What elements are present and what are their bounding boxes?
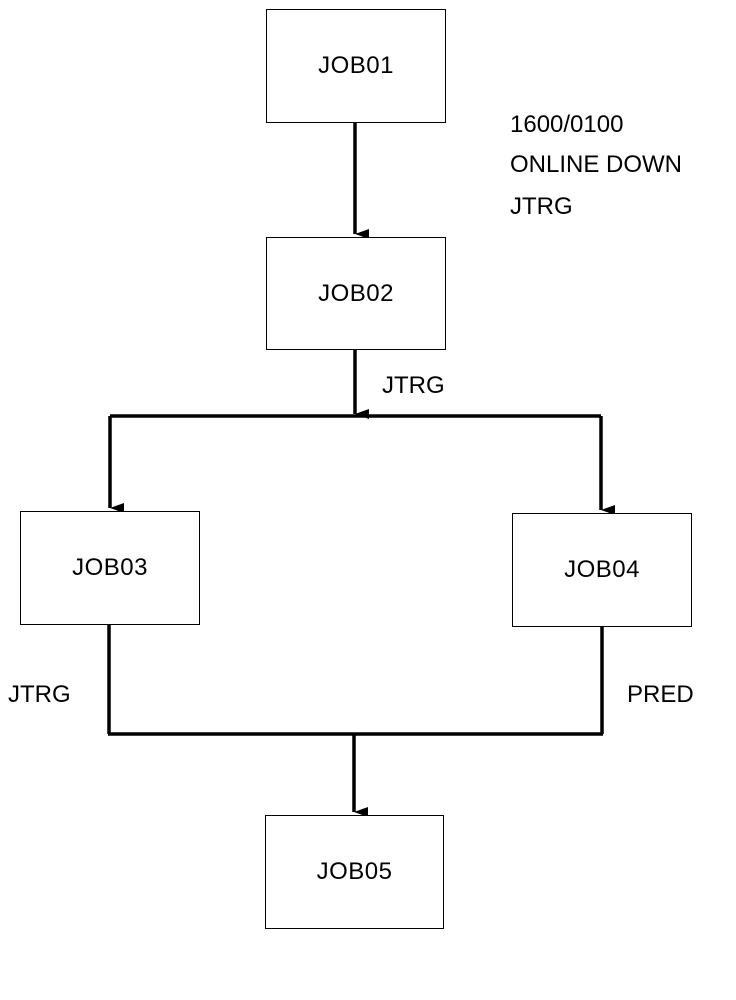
job03-label: JOB03 (72, 554, 148, 581)
job01-box[interactable]: JOB01 (266, 9, 446, 123)
annotation-trigger: JTRG (510, 193, 573, 220)
job05-box[interactable]: JOB05 (265, 815, 444, 929)
job05-label: JOB05 (316, 858, 393, 885)
job04-label: JOB04 (564, 556, 640, 583)
annotation-time: 1600/0100 (510, 111, 624, 138)
job01-label: JOB01 (318, 52, 394, 79)
edge-label-job03: JTRG (8, 681, 71, 708)
job02-label: JOB02 (318, 279, 394, 307)
edge-label-job04: PRED (627, 681, 694, 708)
job03-box[interactable]: JOB03 (20, 511, 200, 625)
annotation-status: ONLINE DOWN (510, 151, 683, 178)
job04-box[interactable]: JOB04 (512, 513, 692, 627)
edge-label-job02: JTRG (382, 372, 445, 399)
job02-box[interactable]: JOB02 (266, 237, 446, 350)
